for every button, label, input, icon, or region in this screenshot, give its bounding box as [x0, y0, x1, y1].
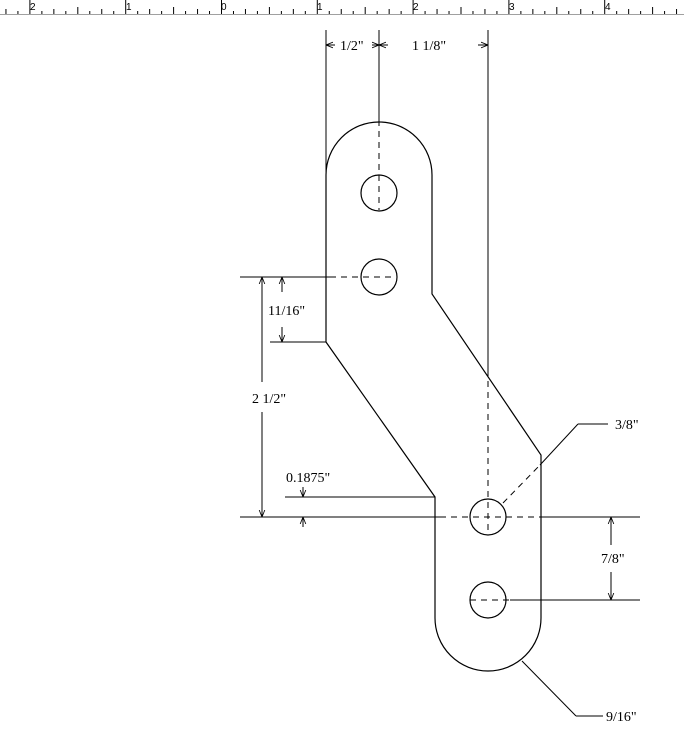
hole [360, 258, 398, 296]
dim-left-upper: 11/16" [268, 304, 305, 319]
dim-top-right: 1 1/8" [412, 39, 446, 54]
ruler-label: 0 [221, 2, 227, 13]
ruler-label: 1 [126, 2, 132, 13]
dim-left-lower: 2 1/2" [252, 392, 286, 407]
ruler-ticks: 2 1 0 1 2 3 4 [5, 0, 678, 14]
drawing-canvas[interactable]: 1/2" 1 1/8" 11/16" 2 1/2" 0.1875" 3/8" 7… [0, 14, 684, 742]
dim-radius: 9/16" [606, 710, 637, 725]
dim-right-spacing: 7/8" [601, 552, 625, 567]
dim-top-left: 1/2" [340, 39, 364, 54]
leader-lines [521, 423, 608, 717]
extension-lines [240, 30, 640, 601]
ruler-label: 4 [605, 2, 611, 13]
dim-hole-diameter: 3/8" [615, 418, 639, 433]
ruler-label: 2 [30, 2, 36, 13]
dim-offset: 0.1875" [286, 471, 330, 486]
ruler-label: 3 [509, 2, 515, 13]
ruler-tick-group [5, 0, 678, 14]
ruler-label: 2 [413, 2, 419, 13]
bracket-outline [325, 121, 542, 672]
ruler-label: 1 [317, 2, 323, 13]
centerlines [330, 120, 541, 601]
horizontal-ruler[interactable]: 2 1 0 1 2 3 4 [0, 0, 684, 15]
dimension-lines [262, 45, 611, 600]
